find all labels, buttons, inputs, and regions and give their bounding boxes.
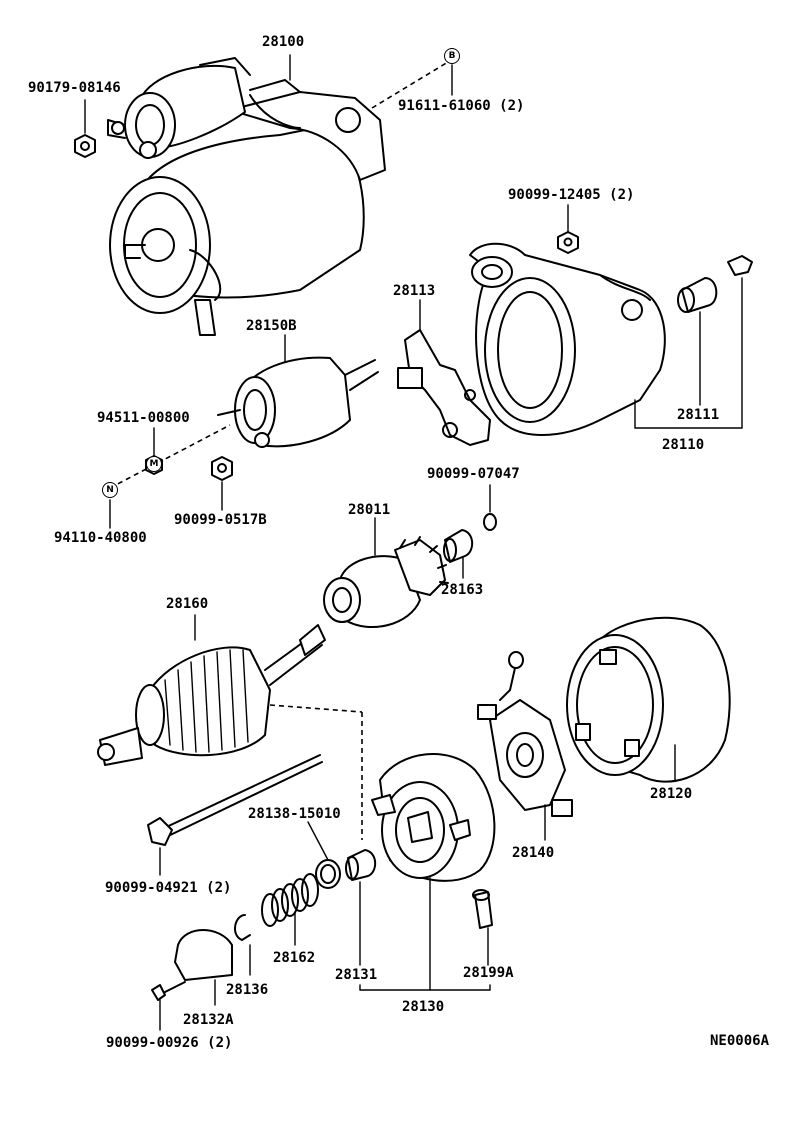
callout-90179-08146: 90179-08146 [28,80,121,96]
clutch-drawing [323,536,449,629]
callout-90099-12405: 90099-12405 (2) [508,187,635,203]
marker-b: B [444,48,460,64]
callout-90099-07047: 90099-07047 [427,466,520,482]
callout-91611-61060: 91611-61060 (2) [398,98,525,114]
callout-28120: 28120 [650,786,693,802]
callout-28140: 28140 [512,845,555,861]
callout-28011: 28011 [348,502,391,518]
callout-28162: 28162 [273,950,316,966]
solenoid-drawing [217,356,379,448]
callout-28163: 28163 [441,582,484,598]
marker-m: M [146,456,162,472]
callout-28110: 28110 [662,437,705,453]
callout-28130: 28130 [402,999,445,1015]
brush-holder-drawing [477,651,573,817]
starter-assembly-drawing [74,57,386,336]
callout-28100: 28100 [262,34,305,50]
callout-28138-15010: 28138-15010 [248,806,341,822]
callout-28199a: 28199A [463,965,514,981]
callout-28132a: 28132A [183,1012,234,1028]
callout-28160: 28160 [166,596,209,612]
yoke-drawing [566,616,731,783]
callout-28111: 28111 [677,407,720,423]
marker-n: N [102,482,118,498]
callout-94110-40800: 94110-40800 [54,530,147,546]
end-frame-drawing [371,753,496,882]
callout-28113: 28113 [393,283,436,299]
housing-drawing [469,242,666,436]
callout-28136: 28136 [226,982,269,998]
spring-drawing [261,873,319,927]
lever-drawing [397,329,491,446]
callout-94511-00800: 94511-00800 [97,410,190,426]
armature-drawing [97,624,326,766]
diagram-code: NE0006A [710,1033,770,1049]
callout-90099-0517b: 90099-0517B [174,512,267,528]
callout-28131: 28131 [335,967,378,983]
callout-90099-00926: 90099-00926 (2) [106,1035,233,1051]
callout-90099-04921: 90099-04921 (2) [105,880,232,896]
callout-28150b: 28150B [246,318,297,334]
